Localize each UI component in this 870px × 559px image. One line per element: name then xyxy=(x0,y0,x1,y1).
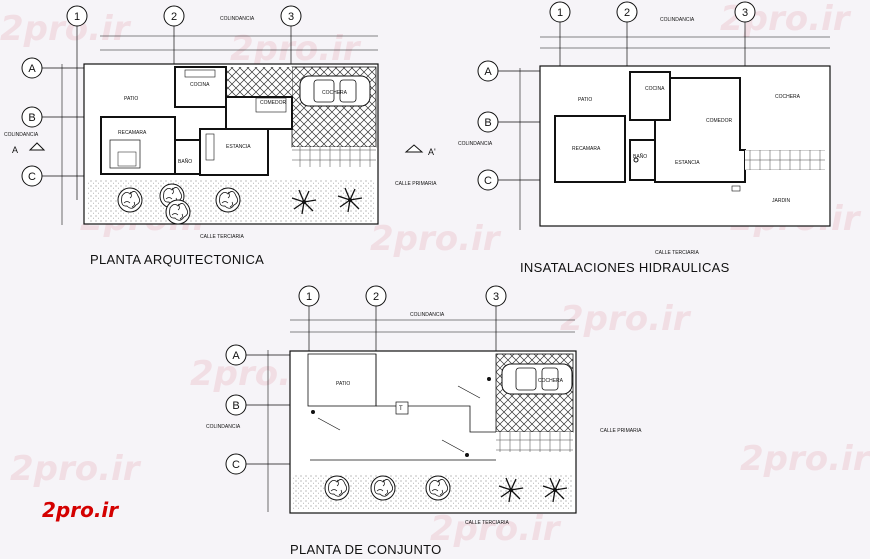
site-plan: 1 2 3 A B C COLINDANCIA COLINDANCIA PATI… xyxy=(206,285,642,557)
svg-text:1: 1 xyxy=(306,291,312,303)
svg-text:1: 1 xyxy=(557,7,563,19)
svg-text:2: 2 xyxy=(373,291,379,303)
plan-title: PLANTA ARQUITECTONICA xyxy=(90,252,264,267)
colindancia-label: COLINDANCIA xyxy=(660,17,695,23)
svg-text:2: 2 xyxy=(171,11,177,23)
colindancia-label: COLINDANCIA xyxy=(410,312,445,318)
svg-text:A: A xyxy=(12,145,18,155)
svg-text:3: 3 xyxy=(288,11,294,23)
watermark-text: 2pro.ir xyxy=(10,449,142,489)
svg-text:C: C xyxy=(484,175,492,187)
street-label: CALLE TERCIARIA xyxy=(465,520,509,526)
brand-logo: 2pro.ir xyxy=(42,498,119,522)
row-axis-C: C xyxy=(225,453,310,475)
colindancia-label: COLINDANCIA xyxy=(220,16,255,22)
svg-text:2: 2 xyxy=(624,7,630,19)
room-label: PATIO xyxy=(124,96,138,102)
svg-text:B: B xyxy=(484,117,491,129)
row-axis-C: C xyxy=(477,169,560,191)
street-label: CALLE TERCIARIA xyxy=(655,250,699,256)
room-label: COCHERA xyxy=(322,90,348,96)
watermark-text: 2pro.ir xyxy=(370,219,502,259)
plan-title: PLANTA DE CONJUNTO xyxy=(290,542,442,557)
colindancia-label: COLINDANCIA xyxy=(458,141,493,147)
svg-text:A: A xyxy=(232,350,240,362)
room-label: COCINA xyxy=(190,82,210,88)
room-label: COCHERA xyxy=(538,378,564,384)
room-label: COMEDOR xyxy=(260,100,287,106)
watermark-text: 2pro.ir xyxy=(230,29,362,69)
room-label: JARDIN xyxy=(772,198,790,204)
street-label: CALLE TERCIARIA xyxy=(200,234,244,240)
svg-text:1: 1 xyxy=(74,11,80,23)
svg-text:3: 3 xyxy=(493,291,499,303)
svg-text:B: B xyxy=(28,112,35,124)
room-label: BAÑO xyxy=(633,153,647,160)
watermark-text: 2pro.ir xyxy=(740,439,870,479)
street-label: CALLE PRIMARIA xyxy=(395,181,437,187)
colindancia-label: COLINDANCIA xyxy=(206,424,241,430)
watermark-text: 2pro.ir xyxy=(430,509,562,549)
column-axis-1: 1 xyxy=(66,5,88,200)
hydraulic-plan: 1 2 3 A B C COLINDANCIA COLINDANCIA RECA… xyxy=(458,1,831,275)
room-label: ESTANCIA xyxy=(675,160,700,166)
room-label: PATIO xyxy=(336,381,350,387)
svg-text:A: A xyxy=(28,63,36,75)
svg-text:B: B xyxy=(232,400,239,412)
room-label: COCHERA xyxy=(775,94,801,100)
room-label: RECAMARA xyxy=(572,146,601,152)
street-label: CALLE PRIMARIA xyxy=(600,428,642,434)
room-label: COMEDOR xyxy=(706,118,733,124)
room-label: RECAMARA xyxy=(118,130,147,136)
watermark-text: 2pro.ir xyxy=(560,299,692,339)
room-label: BAÑO xyxy=(178,158,192,165)
row-axis-A: A xyxy=(225,344,290,366)
colindancia-label: COLINDANCIA xyxy=(4,132,39,138)
svg-text:A': A' xyxy=(428,147,436,157)
room-label: ESTANCIA xyxy=(226,144,251,150)
row-axis-A: A xyxy=(477,60,540,82)
svg-text:C: C xyxy=(28,171,36,183)
svg-text:T: T xyxy=(399,406,403,412)
svg-text:C: C xyxy=(232,459,240,471)
svg-text:3: 3 xyxy=(742,7,748,19)
plan-title: INSATALACIONES HIDRAULICAS xyxy=(520,260,730,275)
room-label: PATIO xyxy=(578,97,592,103)
architectural-plan: 1 2 3 A B C COLINDANCIA COLINDANCIA COCH… xyxy=(4,5,437,267)
svg-text:A: A xyxy=(484,66,492,78)
room-label: COCINA xyxy=(645,86,665,92)
section-mark-a: A xyxy=(12,142,46,155)
section-mark-a-prime: A' xyxy=(404,144,436,157)
watermark-text: 2pro.ir xyxy=(0,9,132,49)
